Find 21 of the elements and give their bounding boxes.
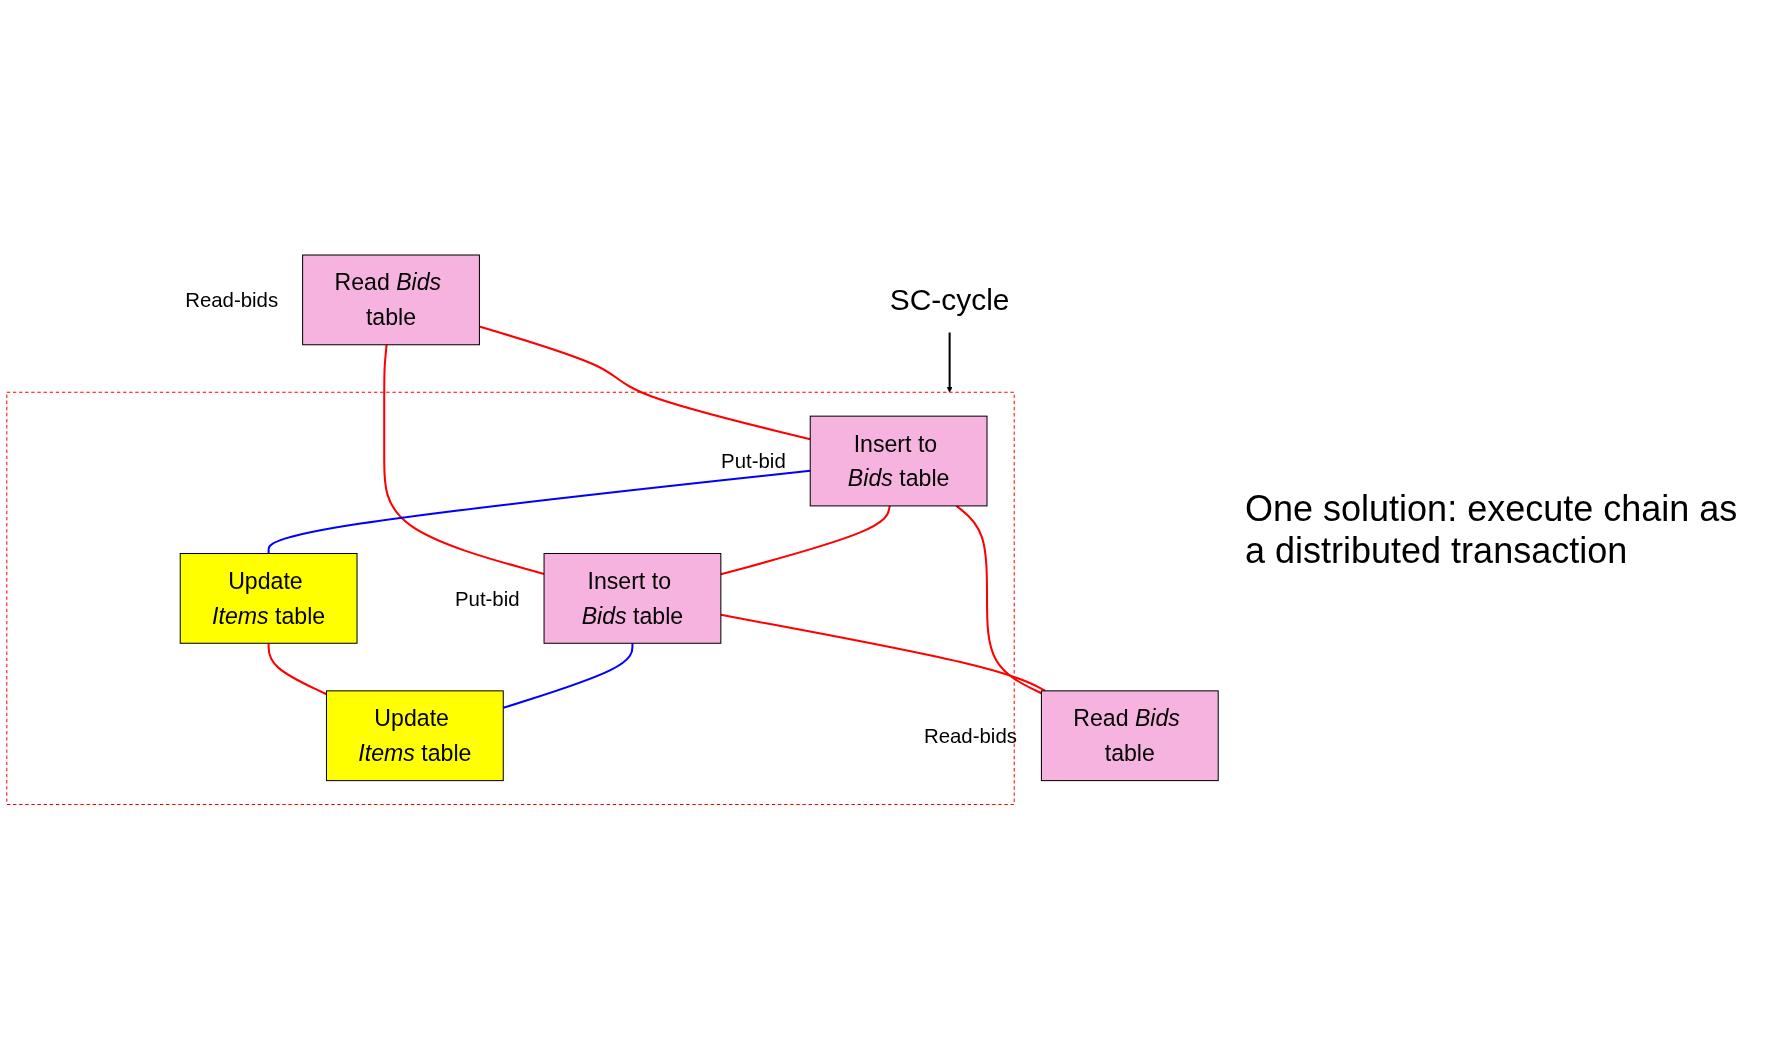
node-label: Read-bids	[185, 288, 279, 312]
connector	[955, 505, 1042, 695]
connector	[720, 614, 1046, 693]
connector	[479, 325, 811, 441]
node-label: Put-bid	[721, 450, 786, 473]
node-box: Read Bids table	[1040, 690, 1219, 782]
connector	[267, 643, 327, 696]
node-box: Insert to Bids table	[543, 553, 722, 645]
node-box: Read Bids table	[302, 254, 480, 346]
connector	[267, 469, 811, 554]
arrow	[946, 332, 953, 393]
node-label: Put-bid	[454, 587, 520, 610]
node-box: Insert to Bids table	[809, 415, 988, 507]
node-box: Update Items table	[325, 690, 504, 782]
connector	[720, 506, 891, 576]
node-box: Update Items table	[179, 553, 358, 645]
connector	[383, 344, 545, 576]
cluster	[6, 392, 1015, 806]
note-text: One solution: execute chain as a distributed transaction	[1245, 488, 1739, 572]
node-text: SC-cycle	[889, 283, 1010, 317]
node-label: Read-bids	[923, 724, 1017, 748]
